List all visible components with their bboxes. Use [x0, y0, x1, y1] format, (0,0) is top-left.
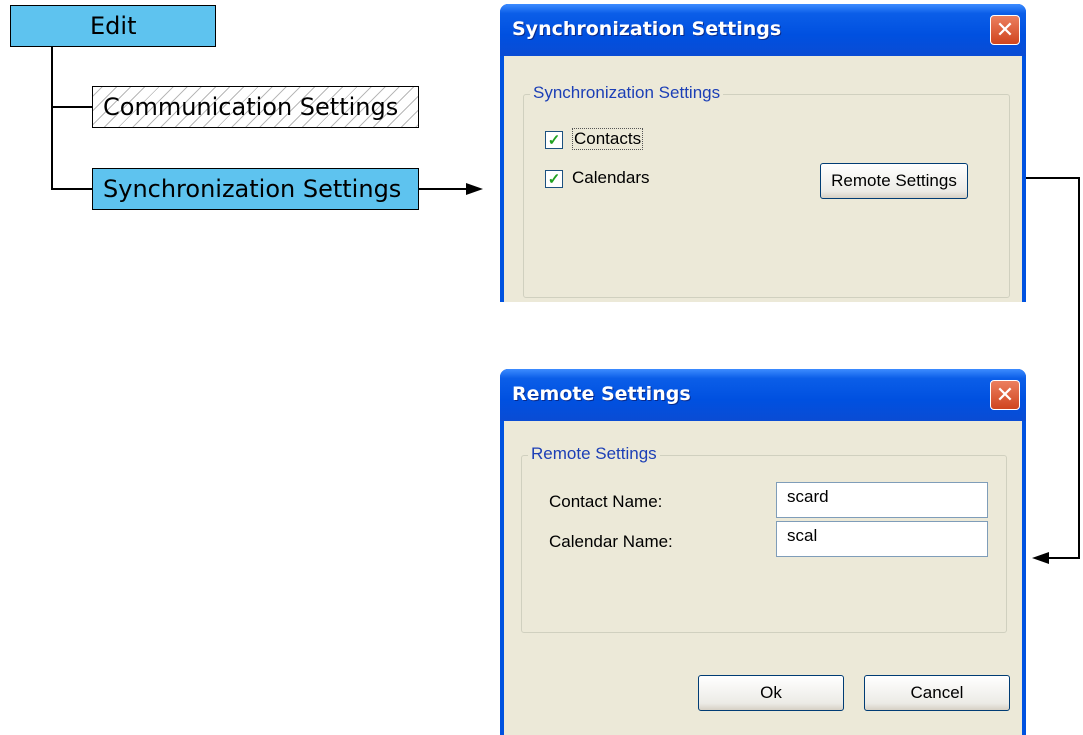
synchronization-settings-label: Synchronization Settings — [103, 175, 402, 203]
contact-name-field[interactable]: scard — [776, 482, 988, 518]
tree-connector-vertical — [51, 47, 53, 189]
arrow-head-remote-dialog — [1032, 552, 1049, 564]
close-icon: ✕ — [995, 17, 1015, 43]
calendars-checkbox[interactable]: ✓ — [545, 170, 563, 188]
remote-settings-groupbox: Remote Settings — [521, 444, 1007, 633]
checkmark-icon: ✓ — [547, 131, 561, 149]
cancel-button[interactable]: Cancel — [864, 675, 1010, 711]
communication-settings-node[interactable]: Communication Settings — [92, 86, 419, 128]
remote-settings-titlebar[interactable]: Remote Settings ✕ — [500, 369, 1026, 421]
remote-settings-window: Remote Settings ✕ Remote Settings Contac… — [500, 369, 1026, 735]
sync-settings-client: Synchronization Settings ✓ Contacts ✓ Ca… — [504, 56, 1022, 302]
sync-settings-titlebar[interactable]: Synchronization Settings ✕ — [500, 4, 1026, 56]
communication-settings-label: Communication Settings — [103, 93, 399, 121]
calendar-name-label: Calendar Name: — [549, 532, 673, 551]
contact-name-label: Contact Name: — [549, 492, 663, 511]
arrow-head-sync-dialog — [466, 183, 483, 195]
remote-settings-title: Remote Settings — [512, 383, 691, 405]
ok-button[interactable]: Ok — [698, 675, 844, 711]
calendar-name-field[interactable]: scal — [776, 521, 988, 557]
remote-settings-button[interactable]: Remote Settings — [820, 163, 968, 199]
synchronization-settings-node[interactable]: Synchronization Settings — [92, 168, 419, 210]
sync-settings-title: Synchronization Settings — [512, 18, 782, 40]
sync-settings-group-label: Synchronization Settings — [530, 83, 724, 103]
remote-settings-client: Remote Settings Contact Name: scard Cale… — [504, 421, 1022, 735]
ok-button-label: Ok — [760, 683, 782, 702]
cancel-button-label: Cancel — [910, 683, 964, 702]
remote-settings-group-label: Remote Settings — [528, 444, 660, 464]
sync-settings-window: Synchronization Settings ✕ Synchronizati… — [500, 4, 1026, 302]
contacts-label[interactable]: Contacts — [572, 128, 644, 150]
edit-node[interactable]: Edit — [10, 5, 216, 47]
tree-connector-communication — [51, 106, 92, 108]
close-button[interactable]: ✕ — [990, 15, 1020, 45]
contacts-checkbox[interactable]: ✓ — [545, 131, 563, 149]
sync-settings-groupbox: Synchronization Settings — [523, 83, 1010, 298]
close-icon: ✕ — [995, 382, 1015, 408]
close-button[interactable]: ✕ — [990, 380, 1020, 410]
edit-node-label: Edit — [90, 12, 137, 40]
remote-settings-button-label: Remote Settings — [831, 171, 957, 190]
tree-connector-synchronization — [51, 188, 92, 190]
calendars-label[interactable]: Calendars — [572, 168, 650, 187]
checkmark-icon: ✓ — [547, 170, 561, 188]
